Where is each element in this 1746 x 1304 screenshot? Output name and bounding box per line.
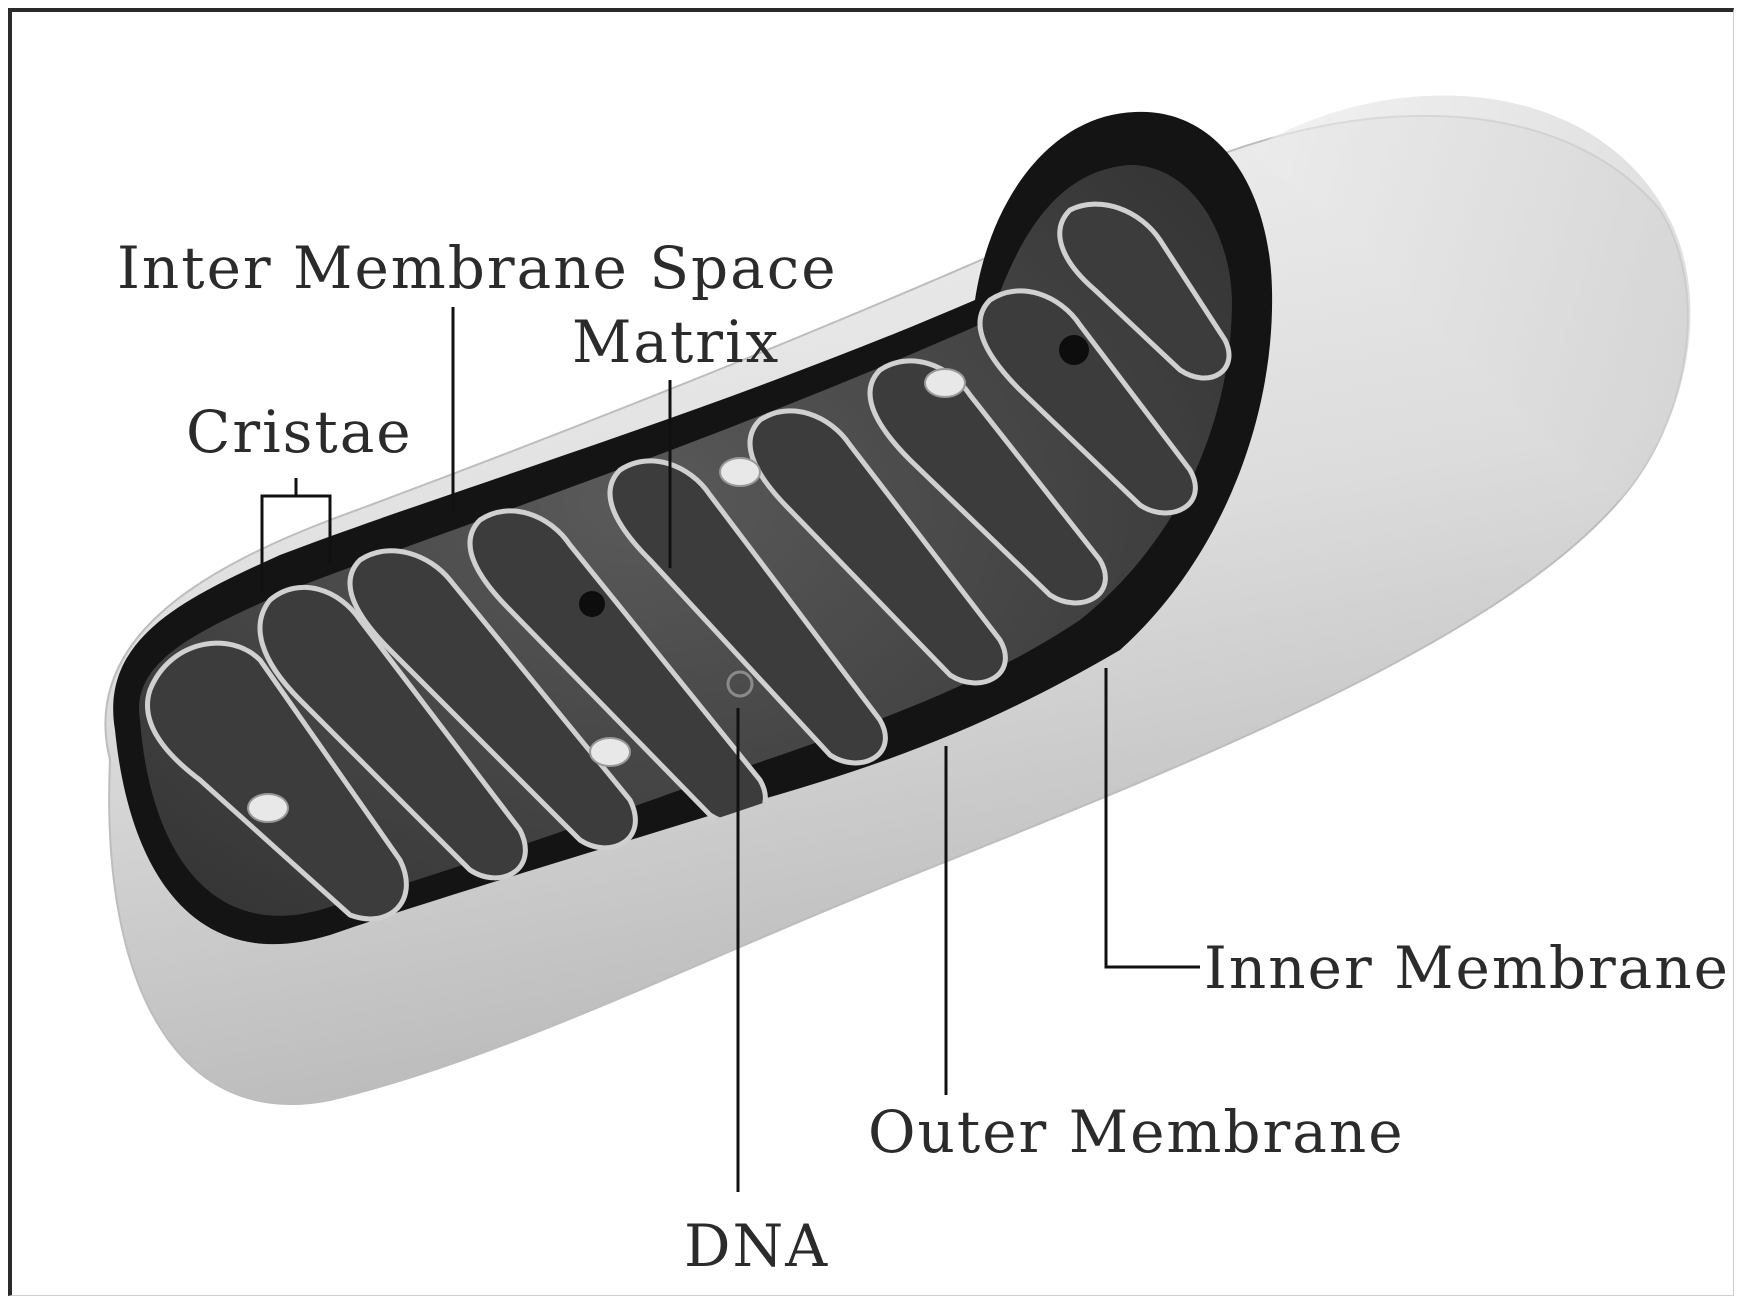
label-matrix: Matrix xyxy=(572,308,780,376)
label-cristae: Cristae xyxy=(186,398,413,466)
label-dna: DNA xyxy=(684,1212,829,1280)
label-inner-membrane: Inner Membrane xyxy=(1204,934,1730,1002)
label-inter-membrane-space: Inter Membrane Space xyxy=(117,234,838,302)
label-outer-membrane: Outer Membrane xyxy=(868,1098,1405,1166)
